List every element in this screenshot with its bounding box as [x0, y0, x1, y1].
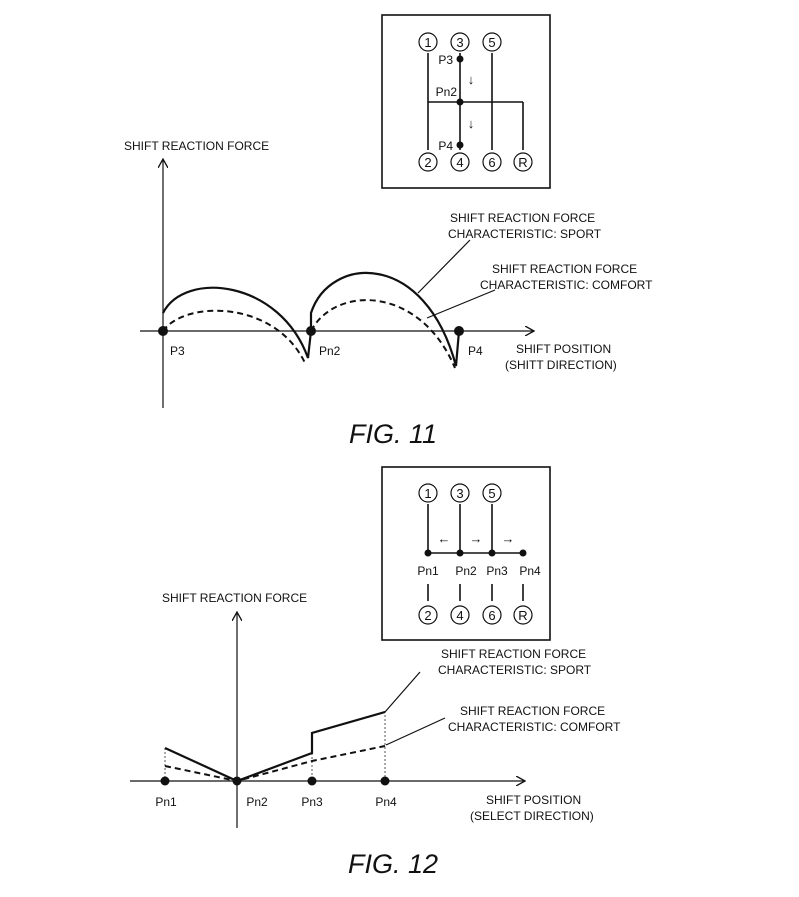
fig11-legend-comfort-line2: CHARACTERISTIC: COMFORT — [480, 278, 653, 292]
fig11-gear-2-circle — [418, 152, 438, 172]
fig12-pos-pn4-dot — [380, 776, 390, 786]
fig12-gear-6-circle — [482, 605, 502, 625]
fig11-gear-4: 4 — [456, 155, 463, 170]
fig11-gate-label-p3: P3 — [438, 53, 453, 67]
fig11-pos-pn2-dot — [306, 326, 316, 336]
fig11-y-axis-label: SHIFT REACTION FORCE — [124, 139, 269, 153]
fig12-legend-comfort-line1: SHIFT REACTION FORCE — [460, 704, 605, 718]
fig11-gate-arrow-down-2: ↓ — [468, 116, 475, 131]
fig12-gear-r-circle — [513, 605, 533, 625]
fig11-x-axis-label: SHIFT POSITION — [516, 342, 611, 356]
fig11-gear-6-circle — [482, 152, 502, 172]
fig11-gear-5: 5 — [488, 35, 495, 50]
fig11-pos-p4-label: P4 — [468, 344, 483, 358]
fig12-legend-sport-line2: CHARACTERISTIC: SPORT — [438, 663, 592, 677]
fig11-x-axis-sublabel: (SHITT DIRECTION) — [505, 358, 617, 372]
fig12-pos-pn2-label: Pn2 — [246, 795, 268, 809]
fig12-gear-3-circle — [450, 483, 470, 503]
fig12: 1 3 5 2 4 6 R ← — [130, 466, 621, 879]
fig11-gear-r: R — [518, 155, 527, 170]
fig12-gate-frame — [381, 466, 551, 641]
fig11-pos-p4-dot — [454, 326, 464, 336]
fig12-gate-label-pn3: Pn3 — [486, 564, 508, 578]
fig11-caption: FIG. 11 — [349, 419, 437, 449]
fig12-point-pn4 — [519, 549, 527, 557]
fig11-gear-2: 2 — [424, 155, 431, 170]
fig12-comfort-leader — [385, 717, 446, 746]
fig12-legend-comfort-line2: CHARACTERISTIC: COMFORT — [448, 720, 621, 734]
fig12-sport-leader — [384, 671, 421, 713]
fig11-gear-3-circle — [450, 32, 470, 52]
fig12-x-axis-label: SHIFT POSITION — [486, 793, 581, 807]
fig11-legend-sport-line1: SHIFT REACTION FORCE — [450, 211, 595, 225]
fig11-point-p4 — [456, 141, 464, 149]
fig12-y-axis-label: SHIFT REACTION FORCE — [162, 591, 307, 605]
fig11-comfort-curve — [162, 299, 456, 369]
fig12-caption: FIG. 12 — [348, 849, 438, 879]
fig11-gate-frame — [381, 14, 551, 189]
fig11-gate-arrow-down-1: ↓ — [468, 72, 475, 87]
fig11-pos-pn2-label: Pn2 — [319, 344, 341, 358]
fig12-pos-pn3-label: Pn3 — [301, 795, 323, 809]
fig12-legend-sport-line1: SHIFT REACTION FORCE — [441, 647, 586, 661]
fig11-gear-4-circle — [450, 152, 470, 172]
fig11-pos-p3-dot — [158, 326, 168, 336]
fig11-legend-sport-line2: CHARACTERISTIC: SPORT — [448, 227, 602, 241]
fig11-point-pn2 — [456, 98, 464, 106]
fig11-gate-label-pn2: Pn2 — [436, 85, 458, 99]
fig12-gate-label-pn1: Pn1 — [417, 564, 439, 578]
fig12-gear-6: 6 — [488, 608, 495, 623]
fig11-gear-r-circle — [513, 152, 533, 172]
fig11-gate-diagram: 1 3 5 2 4 6 R P3 Pn2 P4 — [381, 14, 551, 189]
fig11-gate-label-p4: P4 — [438, 139, 453, 153]
fig12-point-pn2 — [456, 549, 464, 557]
fig11-sport-leader — [417, 239, 471, 294]
fig12-pos-pn2-dot — [232, 776, 242, 786]
fig12-pos-pn1-dot — [160, 776, 170, 786]
fig12-gear-1-circle — [418, 483, 438, 503]
fig11-legend-comfort-line1: SHIFT REACTION FORCE — [492, 262, 637, 276]
fig11-gear-6: 6 — [488, 155, 495, 170]
fig12-gear-3: 3 — [456, 486, 463, 501]
fig12-gate-arrow-right-2: → — [502, 531, 515, 546]
fig11-gear-1: 1 — [424, 35, 431, 50]
fig11-point-p3 — [456, 55, 464, 63]
fig12-gear-4: 4 — [456, 608, 463, 623]
fig12-gate-arrow-right-1: → — [470, 531, 483, 546]
fig12-x-axis-sublabel: (SELECT DIRECTION) — [470, 809, 594, 823]
fig12-gear-5: 5 — [488, 486, 495, 501]
fig12-gear-2: 2 — [424, 608, 431, 623]
fig12-gear-2-circle — [418, 605, 438, 625]
fig11-gear-1-circle — [418, 32, 438, 52]
fig12-gate-label-pn2: Pn2 — [455, 564, 477, 578]
fig12-gate-label-pn4: Pn4 — [519, 564, 541, 578]
fig12-gear-4-circle — [450, 605, 470, 625]
fig12-comfort-curve — [164, 745, 386, 783]
fig12-gear-1: 1 — [424, 486, 431, 501]
fig11: 1 3 5 2 4 6 R P3 Pn2 P4 — [124, 14, 653, 449]
fig11-comfort-leader — [426, 289, 496, 319]
fig11-pos-p3-label: P3 — [170, 344, 185, 358]
fig11-gear-5-circle — [482, 32, 502, 52]
fig11-gear-3: 3 — [456, 35, 463, 50]
fig12-gear-5-circle — [482, 483, 502, 503]
fig12-pos-pn3-dot — [307, 776, 317, 786]
fig12-gear-r: R — [518, 608, 527, 623]
fig12-sport-curve — [164, 710, 386, 783]
fig12-gate-diagram: 1 3 5 2 4 6 R ← — [381, 466, 551, 641]
fig12-pos-pn4-label: Pn4 — [375, 795, 397, 809]
fig12-point-pn1 — [424, 549, 432, 557]
fig12-pos-pn1-label: Pn1 — [155, 795, 177, 809]
fig12-point-pn3 — [488, 549, 496, 557]
fig11-sport-curve — [162, 271, 461, 367]
fig12-gate-arrow-left: ← — [438, 531, 451, 546]
